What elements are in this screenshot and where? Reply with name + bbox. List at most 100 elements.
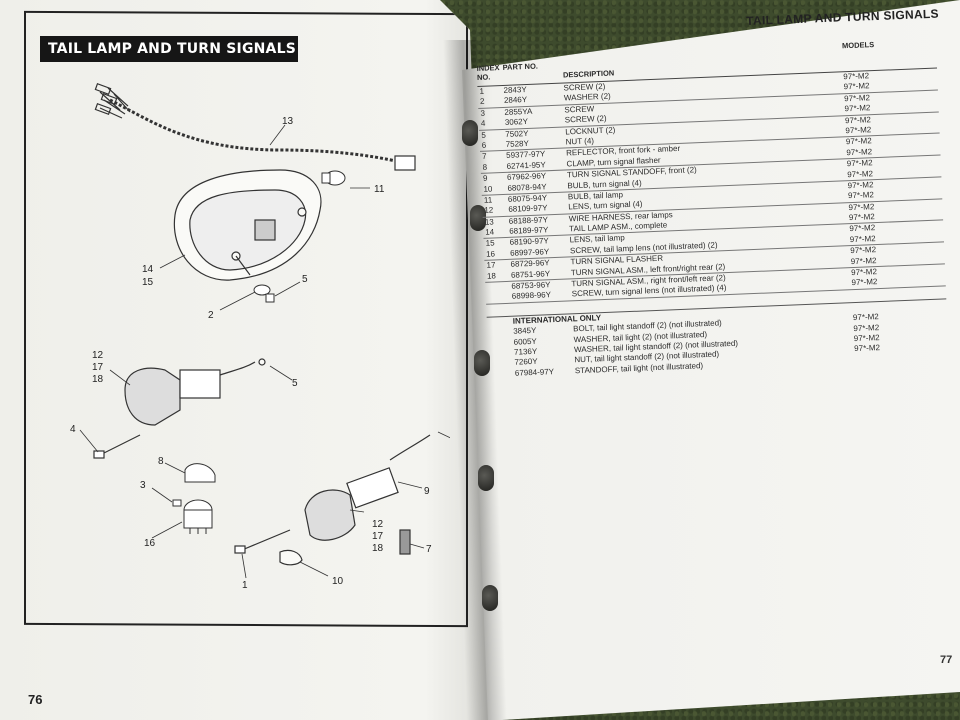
callout-13: 13 [282,116,294,127]
models-cell: 97*-M2 [844,114,871,125]
index-cell: 7 [482,152,487,162]
models-cell: 97*-M2 [843,93,871,104]
callout-16: 16 [144,538,156,549]
part-number-cell: 3845Y [513,326,537,336]
binder-ring [482,585,498,611]
index-cell: 18 [486,271,497,281]
page-number-left: 76 [28,692,43,707]
part-number-cell: 7528Y [505,138,530,149]
callout-12b: 12 [372,519,384,530]
models-cell: 97*-M2 [850,245,877,256]
binder-ring [474,350,490,376]
page-number-right: 77 [940,654,953,666]
upper-turn-signal-drawing [93,358,266,459]
models-cell: 97*-M2 [851,277,878,288]
models-cell: 97*-M2 [843,81,870,92]
index-cell: 10 [483,183,493,194]
index-cell: 15 [485,238,495,249]
page-title-banner: TAIL LAMP AND TURN SIGNALS [40,36,298,62]
part-number-cell: 68189-97Y [509,225,549,236]
tail-lamp-drawing [173,169,322,281]
models-cell: 97*-M2 [850,267,878,278]
description-cell: SCREW (2) [564,113,607,125]
part-number-cell: 68078-94Y [507,181,547,193]
part-number-cell: 68997-96Y [509,247,550,258]
callout-7: 7 [426,544,432,555]
table-body: 1 2843Y SCREW (2) 97*-M2 2 2846Y WASHER (2) 97*… [477,69,946,305]
index-cell: 3 [480,108,486,118]
models-cell: 97*-M2 [843,71,870,82]
models-cell: 97*-M2 [849,233,876,245]
models-cell: 97*-M2 [849,223,876,234]
washer-nut-drawing [253,284,275,303]
index-cell: 17 [486,260,496,270]
callout-14: 14 [142,264,154,275]
left-page: TAIL LAMP AND TURN SIGNALS [0,0,495,720]
models-cell: 97*-M2 [848,212,875,223]
part-number-cell: 68751-96Y [510,268,551,280]
models-cell: 97*-M2 [853,333,880,344]
callout-15: 15 [142,277,154,288]
part-number-cell: 7502Y [505,128,529,139]
description-cell: SCREW [564,104,595,115]
index-cell: 13 [484,217,494,227]
index-cell: 2 [479,97,485,107]
models-cell: 97*-M2 [844,103,871,114]
part-number-cell: 6005Y [513,336,537,347]
index-cell: 4 [480,118,486,129]
part-number-cell: 62741-95Y [506,160,546,171]
col-index-header: INDEX NO. [476,63,500,82]
exploded-parts-diagram: 13 11 14 15 5 2 12 17 18 5 4 8 3 16 6 9 … [70,83,450,591]
models-cell: 97*-M2 [850,255,877,266]
callout-12: 12 [92,350,104,361]
index-cell: 16 [485,249,496,259]
models-cell: 97*-M2 [847,180,874,191]
binder-ring [470,205,486,231]
index-cell: 1 [479,86,485,96]
callout-18: 18 [92,374,104,385]
callout-1: 1 [242,580,248,591]
callout-5b: 5 [292,378,298,389]
models-cell: 97*-M2 [846,146,873,157]
models-cell: 97*-M2 [852,312,879,323]
index-cell: 9 [482,173,488,183]
index-cell: 11 [483,195,493,205]
index-cell: 14 [485,227,495,237]
index-cell: 8 [482,162,488,172]
part-number-cell: 68109-97Y [508,203,548,215]
binder-ring [462,120,478,146]
wire-harness-drawing [94,83,416,171]
tail-lamp-bulb-drawing [321,170,346,186]
description-cell: NUT (4) [565,136,595,147]
col-description-header: DESCRIPTION [562,68,615,80]
models-cell: 97*-M2 [854,343,881,354]
callout-11: 11 [374,184,385,195]
models-cell: 97*-M2 [846,158,873,169]
part-number-cell: 2855YA [504,106,533,117]
models-cell: 97*-M2 [847,190,875,201]
col-part-header: PART NO. [502,61,539,72]
part-number-cell: 3062Y [504,117,529,128]
callout-8: 8 [158,456,164,467]
col-models-header: MODELS [841,40,875,51]
right-page [462,0,960,720]
models-cell: 97*-M2 [848,201,875,212]
part-number-cell: 7136Y [513,346,538,357]
lower-turn-signal-drawing [234,434,431,566]
description-cell: WASHER (2) [563,92,611,103]
part-number-cell: 67984-97Y [514,366,555,378]
callout-17: 17 [92,362,104,373]
callout-4: 4 [70,424,76,435]
part-number-cell: 2843Y [503,84,527,95]
models-cell: 97*-M2 [847,168,874,179]
flasher-drawing [172,463,216,534]
binder-ring [478,465,494,491]
models-cell: 97*-M2 [845,125,872,136]
part-number-cell: 2846Y [503,95,528,106]
callout-9: 9 [424,486,430,497]
callout-5: 5 [302,274,308,285]
callout-3: 3 [140,480,146,491]
callout-18b: 18 [372,543,384,554]
models-cell: 97*-M2 [845,136,872,147]
